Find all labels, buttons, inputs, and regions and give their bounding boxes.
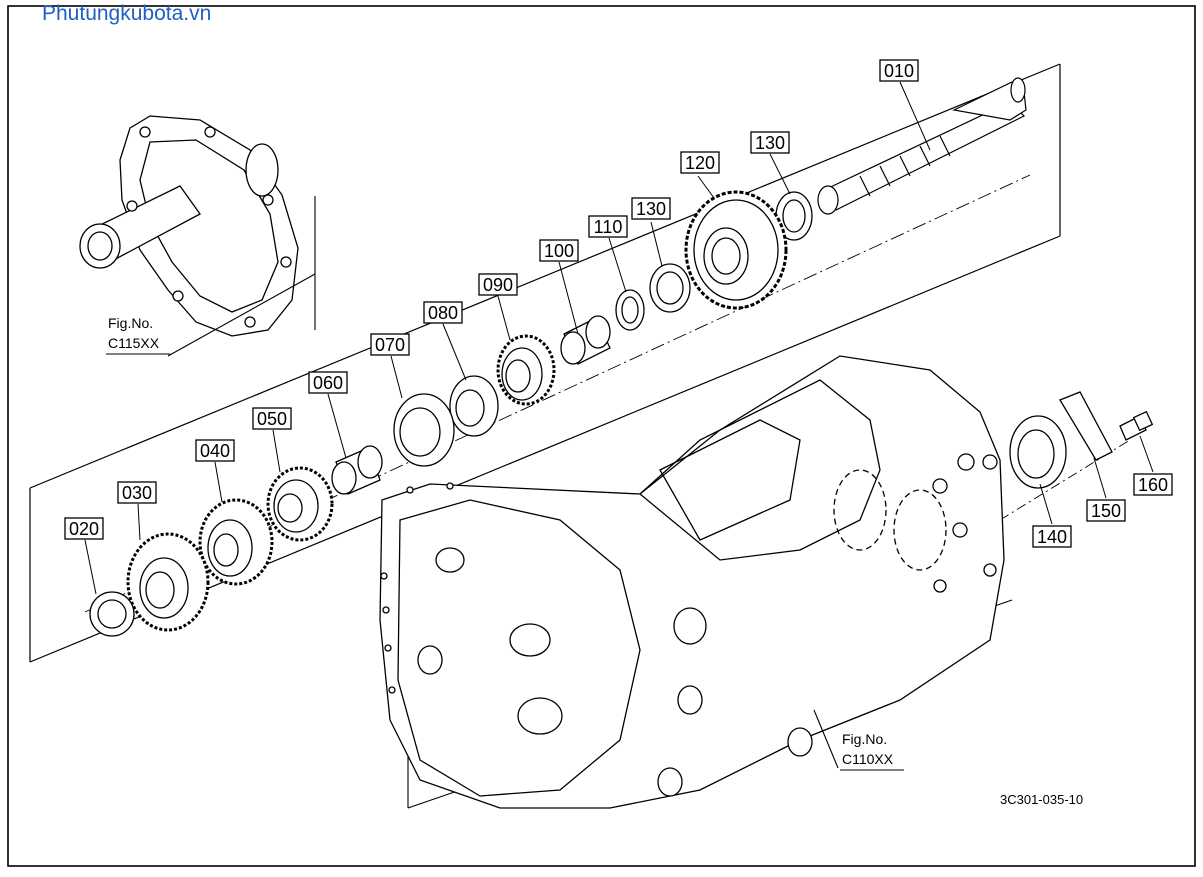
- callout-text: 110: [594, 217, 623, 237]
- fig-ref-title: Fig.No.: [108, 315, 153, 331]
- callout-070: 070: [370, 333, 410, 356]
- fig-ref-code: C110XX: [842, 751, 894, 767]
- part-110-washer: [615, 289, 645, 331]
- callout-text: 090: [483, 275, 513, 295]
- callout-text: 160: [1138, 475, 1168, 495]
- callout-040: 040: [195, 439, 235, 462]
- part-050-gear: [266, 466, 334, 542]
- callout-160: 160: [1133, 473, 1173, 496]
- callout-labels: 010 020 030 040 050 060 070 080 090 100 110 120 130 1…: [64, 59, 1173, 548]
- callout-090: 090: [478, 273, 518, 296]
- part-010-shaft: [817, 77, 1027, 215]
- part-040-gear: [198, 498, 274, 586]
- callout-text: 140: [1037, 527, 1067, 547]
- callout-text: 080: [428, 303, 458, 323]
- part-070-shifter-hub: [449, 375, 499, 437]
- callout-text: 010: [884, 61, 914, 81]
- callout-text: 020: [69, 519, 99, 539]
- callout-150: 150: [1086, 499, 1126, 522]
- case-leader: [813, 709, 839, 769]
- page-frame: [7, 5, 1196, 867]
- part-140-bearing: [1009, 415, 1067, 489]
- front-cover: [79, 115, 299, 337]
- callout-110: 110: [588, 215, 628, 238]
- leader-lines: [84, 81, 1154, 595]
- callout-120: 120: [680, 151, 720, 174]
- callout-text: 050: [257, 409, 287, 429]
- callout-010: 010: [879, 59, 919, 82]
- callout-text: 070: [375, 335, 405, 355]
- callout-text: 040: [200, 441, 230, 461]
- part-060-needle-bearing: [331, 445, 383, 495]
- part-020-bearing: [89, 591, 135, 637]
- callout-text: 120: [685, 153, 715, 173]
- callout-text: 100: [544, 241, 574, 261]
- part-150-plate: [1059, 391, 1113, 461]
- part-100-needle-bearing: [560, 315, 611, 365]
- part-030-gear: [126, 532, 210, 632]
- callout-text: 150: [1091, 501, 1121, 521]
- part-130-bearing-mid: [649, 263, 691, 313]
- callout-140: 140: [1032, 525, 1072, 548]
- callout-text: 130: [755, 133, 785, 153]
- figure-references: Fig.No. C115XX Fig.No. C110XX: [106, 315, 904, 771]
- callout-030: 030: [117, 481, 157, 504]
- callout-130: 130: [631, 197, 671, 220]
- callout-text: 060: [313, 373, 343, 393]
- transmission-case: [379, 355, 1005, 809]
- drawing-code: 3C301-035-10: [1000, 792, 1083, 807]
- callout-text: 030: [122, 483, 152, 503]
- callout-text: 130: [636, 199, 666, 219]
- callout-130: 130: [750, 131, 790, 154]
- part-090-gear: [496, 334, 556, 406]
- callout-100: 100: [539, 239, 579, 262]
- fig-ref-title: Fig.No.: [842, 731, 887, 747]
- callout-060: 060: [308, 371, 348, 394]
- callout-020: 020: [64, 517, 104, 540]
- callout-080: 080: [423, 301, 463, 324]
- watermark: Phutungkubota.vn: [42, 2, 212, 25]
- part-120-gear: [684, 190, 788, 310]
- fig-ref-code: C115XX: [108, 335, 160, 351]
- callout-050: 050: [252, 407, 292, 430]
- cover-leader: [167, 273, 316, 357]
- part-160-bolt: [1119, 410, 1154, 441]
- part-080-sleeve: [393, 393, 455, 467]
